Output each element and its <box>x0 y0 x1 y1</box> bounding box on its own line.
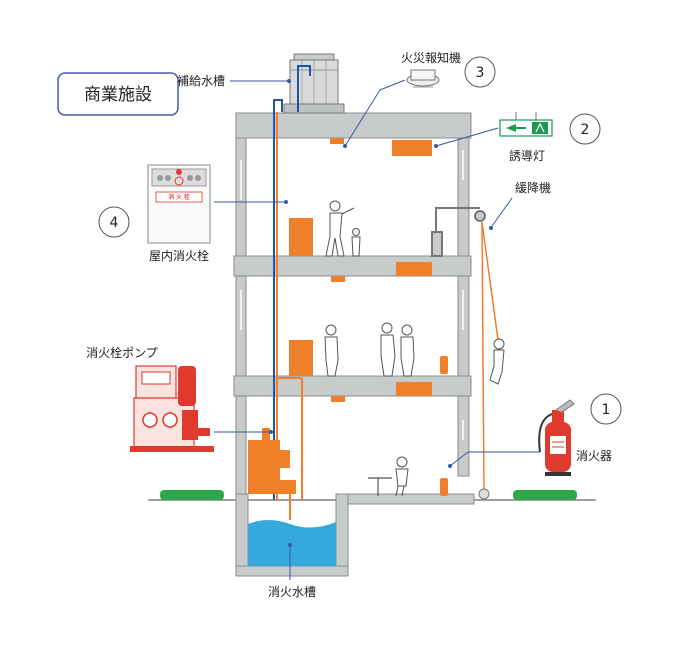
label-water-tank: 消火水槽 <box>268 585 316 599</box>
leader-guide-light <box>435 127 499 147</box>
badge-1 <box>590 393 622 425</box>
badge-4-number: 4 <box>110 215 119 231</box>
leader-descender <box>491 197 513 227</box>
pump-unit <box>248 428 296 494</box>
title-box: 商業施設 <box>57 72 179 116</box>
tank-wall-right <box>335 493 349 577</box>
roof-slab <box>235 112 472 139</box>
hydrant-pump-icon <box>130 365 214 452</box>
label-extinguisher: 消火器 <box>576 449 612 463</box>
people <box>324 200 505 497</box>
guide-light-sign-icon <box>499 112 553 137</box>
label-hydrant-pump: 消火栓ポンプ <box>86 345 158 360</box>
badge-1-number: 1 <box>602 402 611 418</box>
label-fire-alarm: 火災報知機 <box>401 50 461 65</box>
badge-3 <box>464 56 496 88</box>
riser-pipe <box>276 112 303 520</box>
table <box>368 477 392 496</box>
building <box>233 112 475 577</box>
supply-water-tank <box>283 53 345 114</box>
tank-wall-left <box>235 493 249 577</box>
descender-reel <box>478 488 490 500</box>
label-indoor-hydrant: 屋内消火栓 <box>149 248 209 263</box>
window-slits <box>240 150 464 440</box>
leader-fire-alarm <box>344 79 406 147</box>
descender-apparatus <box>431 207 486 257</box>
badge-4 <box>98 206 130 238</box>
badge-2-number: 2 <box>581 122 590 138</box>
fire-alarm-detector-icon <box>406 69 440 88</box>
guide-light-device-3f <box>392 140 432 156</box>
floor-slab-3 <box>233 255 472 277</box>
fire-water-tank-water <box>248 520 336 566</box>
badge-2 <box>569 113 601 145</box>
label-supply-tank: 補給水槽 <box>177 74 225 88</box>
floor-slab-2 <box>233 375 472 397</box>
shrub-left <box>160 490 224 500</box>
fire-alarm-device <box>330 138 344 144</box>
blue-pipe <box>273 65 311 500</box>
fire-extinguisher-icon <box>538 399 575 476</box>
badge-3-number: 3 <box>476 65 485 81</box>
shrub-right <box>513 490 577 500</box>
leader-extinguisher <box>449 451 469 467</box>
descender-rope <box>481 221 499 493</box>
indoor-hydrant-icon: 消 火 栓 <box>147 164 211 244</box>
ceiling-devices <box>330 138 432 402</box>
hydrant-box-3f <box>289 218 313 256</box>
hydrant-box-text: 消 火 栓 <box>168 193 190 201</box>
page-title: 商業施設 <box>84 85 152 105</box>
wall-extinguishers <box>440 356 448 496</box>
label-guide-light: 誘導灯 <box>509 149 545 163</box>
label-descender: 緩降機 <box>515 180 551 195</box>
hydrant-box-2f <box>289 340 313 376</box>
tank-bottom <box>235 565 349 577</box>
